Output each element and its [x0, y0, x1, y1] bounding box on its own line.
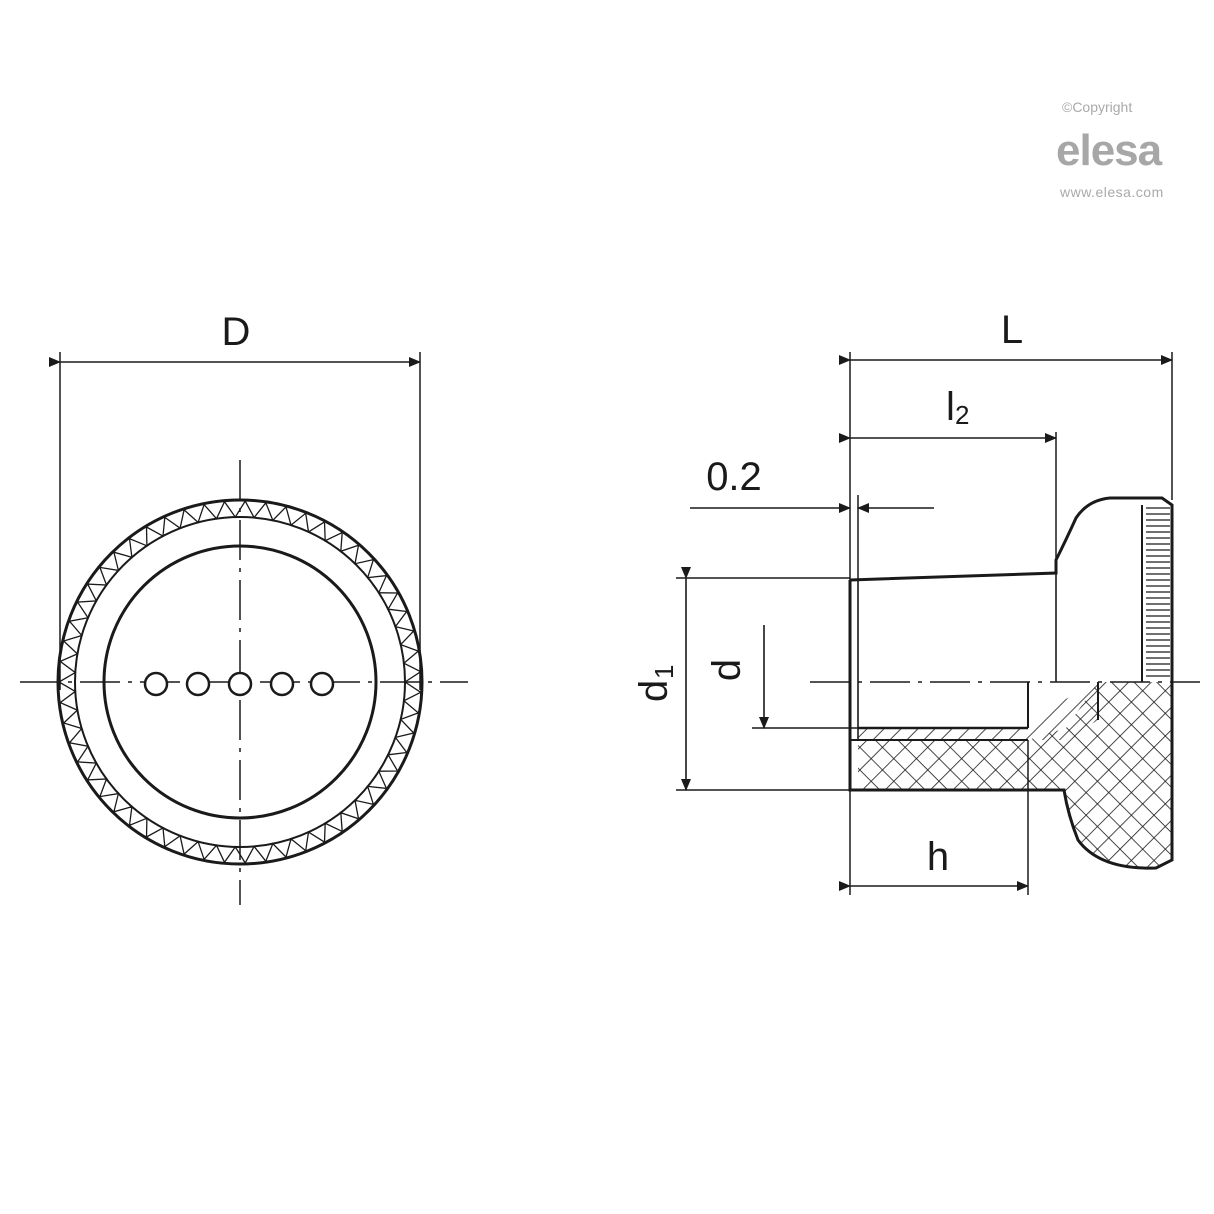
insert-hatch-2	[1028, 682, 1098, 740]
d-label: d	[705, 659, 749, 681]
elesa-logo: elesa	[1056, 126, 1163, 175]
hole-5	[309, 671, 335, 697]
upper-outline	[849, 496, 1174, 682]
d1-label: d 1	[632, 665, 679, 702]
hole-1	[143, 671, 169, 697]
d1-label-subscript: 1	[649, 665, 679, 679]
h-label: h	[927, 835, 949, 879]
brand-url: www.elesa.com	[1059, 184, 1164, 200]
l2-label: l 2	[946, 385, 969, 430]
copyright-text: ©Copyright	[1062, 99, 1132, 115]
l2-label-subscript: 2	[955, 400, 969, 430]
lower-outline	[848, 682, 1174, 870]
l2-label-base: l	[946, 385, 955, 429]
section-crosshatch	[858, 682, 1172, 869]
offset-label: 0.2	[706, 455, 762, 499]
side-view	[676, 352, 1200, 895]
hole-3	[227, 671, 253, 697]
diameter-label: D	[222, 310, 251, 354]
d1-label-base: d	[632, 680, 676, 702]
insert-hatch	[858, 728, 1028, 740]
front-view	[20, 352, 468, 905]
side-knurl	[1146, 507, 1170, 677]
hole-4	[269, 671, 295, 697]
brand-watermark: ©Copyright elesa www.elesa.com	[1056, 99, 1164, 200]
length-label: L	[1001, 308, 1023, 352]
hole-2	[185, 671, 211, 697]
